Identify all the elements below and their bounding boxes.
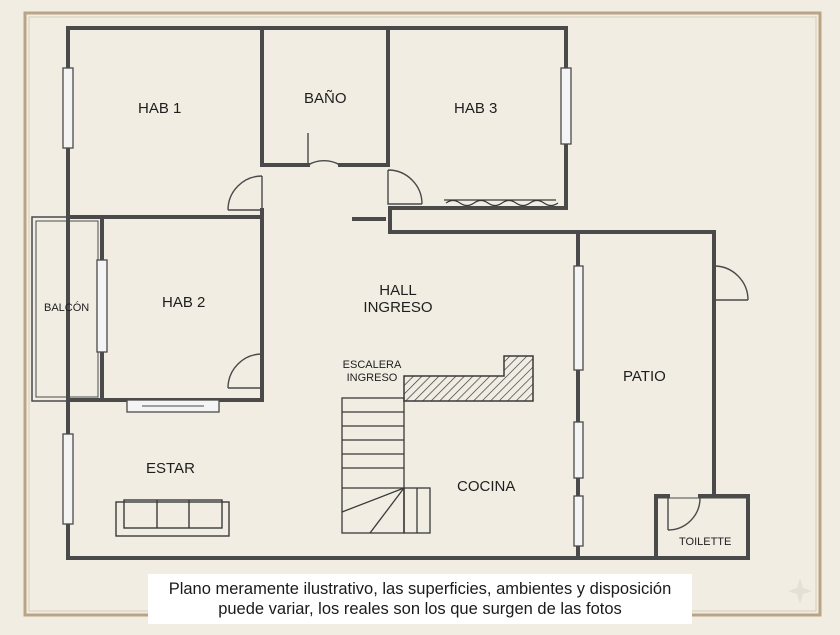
room-label-toilette: TOILETTE bbox=[679, 536, 732, 548]
door-hab3 bbox=[387, 169, 423, 205]
room-label-hab2: HAB 2 bbox=[162, 294, 206, 311]
room-label-hall-line2: INGRESO bbox=[363, 299, 433, 317]
sparkle-icon bbox=[788, 578, 812, 604]
room-label-cocina: COCINA bbox=[457, 478, 516, 495]
door-hab1 bbox=[227, 175, 263, 211]
room-label-hab3: HAB 3 bbox=[454, 100, 498, 117]
window-patio-3 bbox=[573, 495, 584, 547]
wardrobe-hab3 bbox=[444, 199, 559, 207]
window-hab3 bbox=[560, 67, 572, 145]
room-label-hab1: HAB 1 bbox=[138, 100, 182, 117]
window-hab1 bbox=[62, 67, 74, 149]
door-patio bbox=[713, 265, 749, 301]
door-toilette bbox=[667, 497, 701, 531]
window-patio-1 bbox=[573, 265, 584, 371]
sofa-icon bbox=[115, 499, 230, 537]
room-label-hall: HALL INGRESO bbox=[360, 282, 436, 317]
toilette-room bbox=[655, 497, 749, 559]
room-label-escalera-line1: ESCALERA bbox=[342, 359, 402, 371]
window-estar bbox=[62, 433, 74, 525]
room-label-escalera-line2: INGRESO bbox=[346, 371, 398, 384]
room-label-escalera: ESCALERA INGRESO bbox=[340, 359, 404, 384]
room-label-patio: PATIO bbox=[623, 368, 666, 385]
disclaimer-caption: Plano meramente ilustrativo, las superfi… bbox=[148, 574, 692, 624]
room-label-balcon: BALCÓN bbox=[44, 302, 90, 314]
door-bano bbox=[307, 133, 341, 166]
disclaimer-line2: puede variar, los reales son los que sur… bbox=[218, 600, 622, 618]
stair-landing-hatch bbox=[403, 355, 534, 402]
door-hab2 bbox=[227, 353, 263, 389]
stair-flight bbox=[341, 397, 431, 534]
disclaimer-line1: Plano meramente ilustrativo, las superfi… bbox=[168, 580, 672, 598]
room-label-estar: ESTAR bbox=[146, 460, 195, 477]
room-label-hall-line1: HALL bbox=[379, 282, 417, 299]
room-label-bano: BAÑO bbox=[304, 90, 347, 107]
window-balcon bbox=[96, 259, 108, 353]
window-patio-2 bbox=[573, 421, 584, 479]
